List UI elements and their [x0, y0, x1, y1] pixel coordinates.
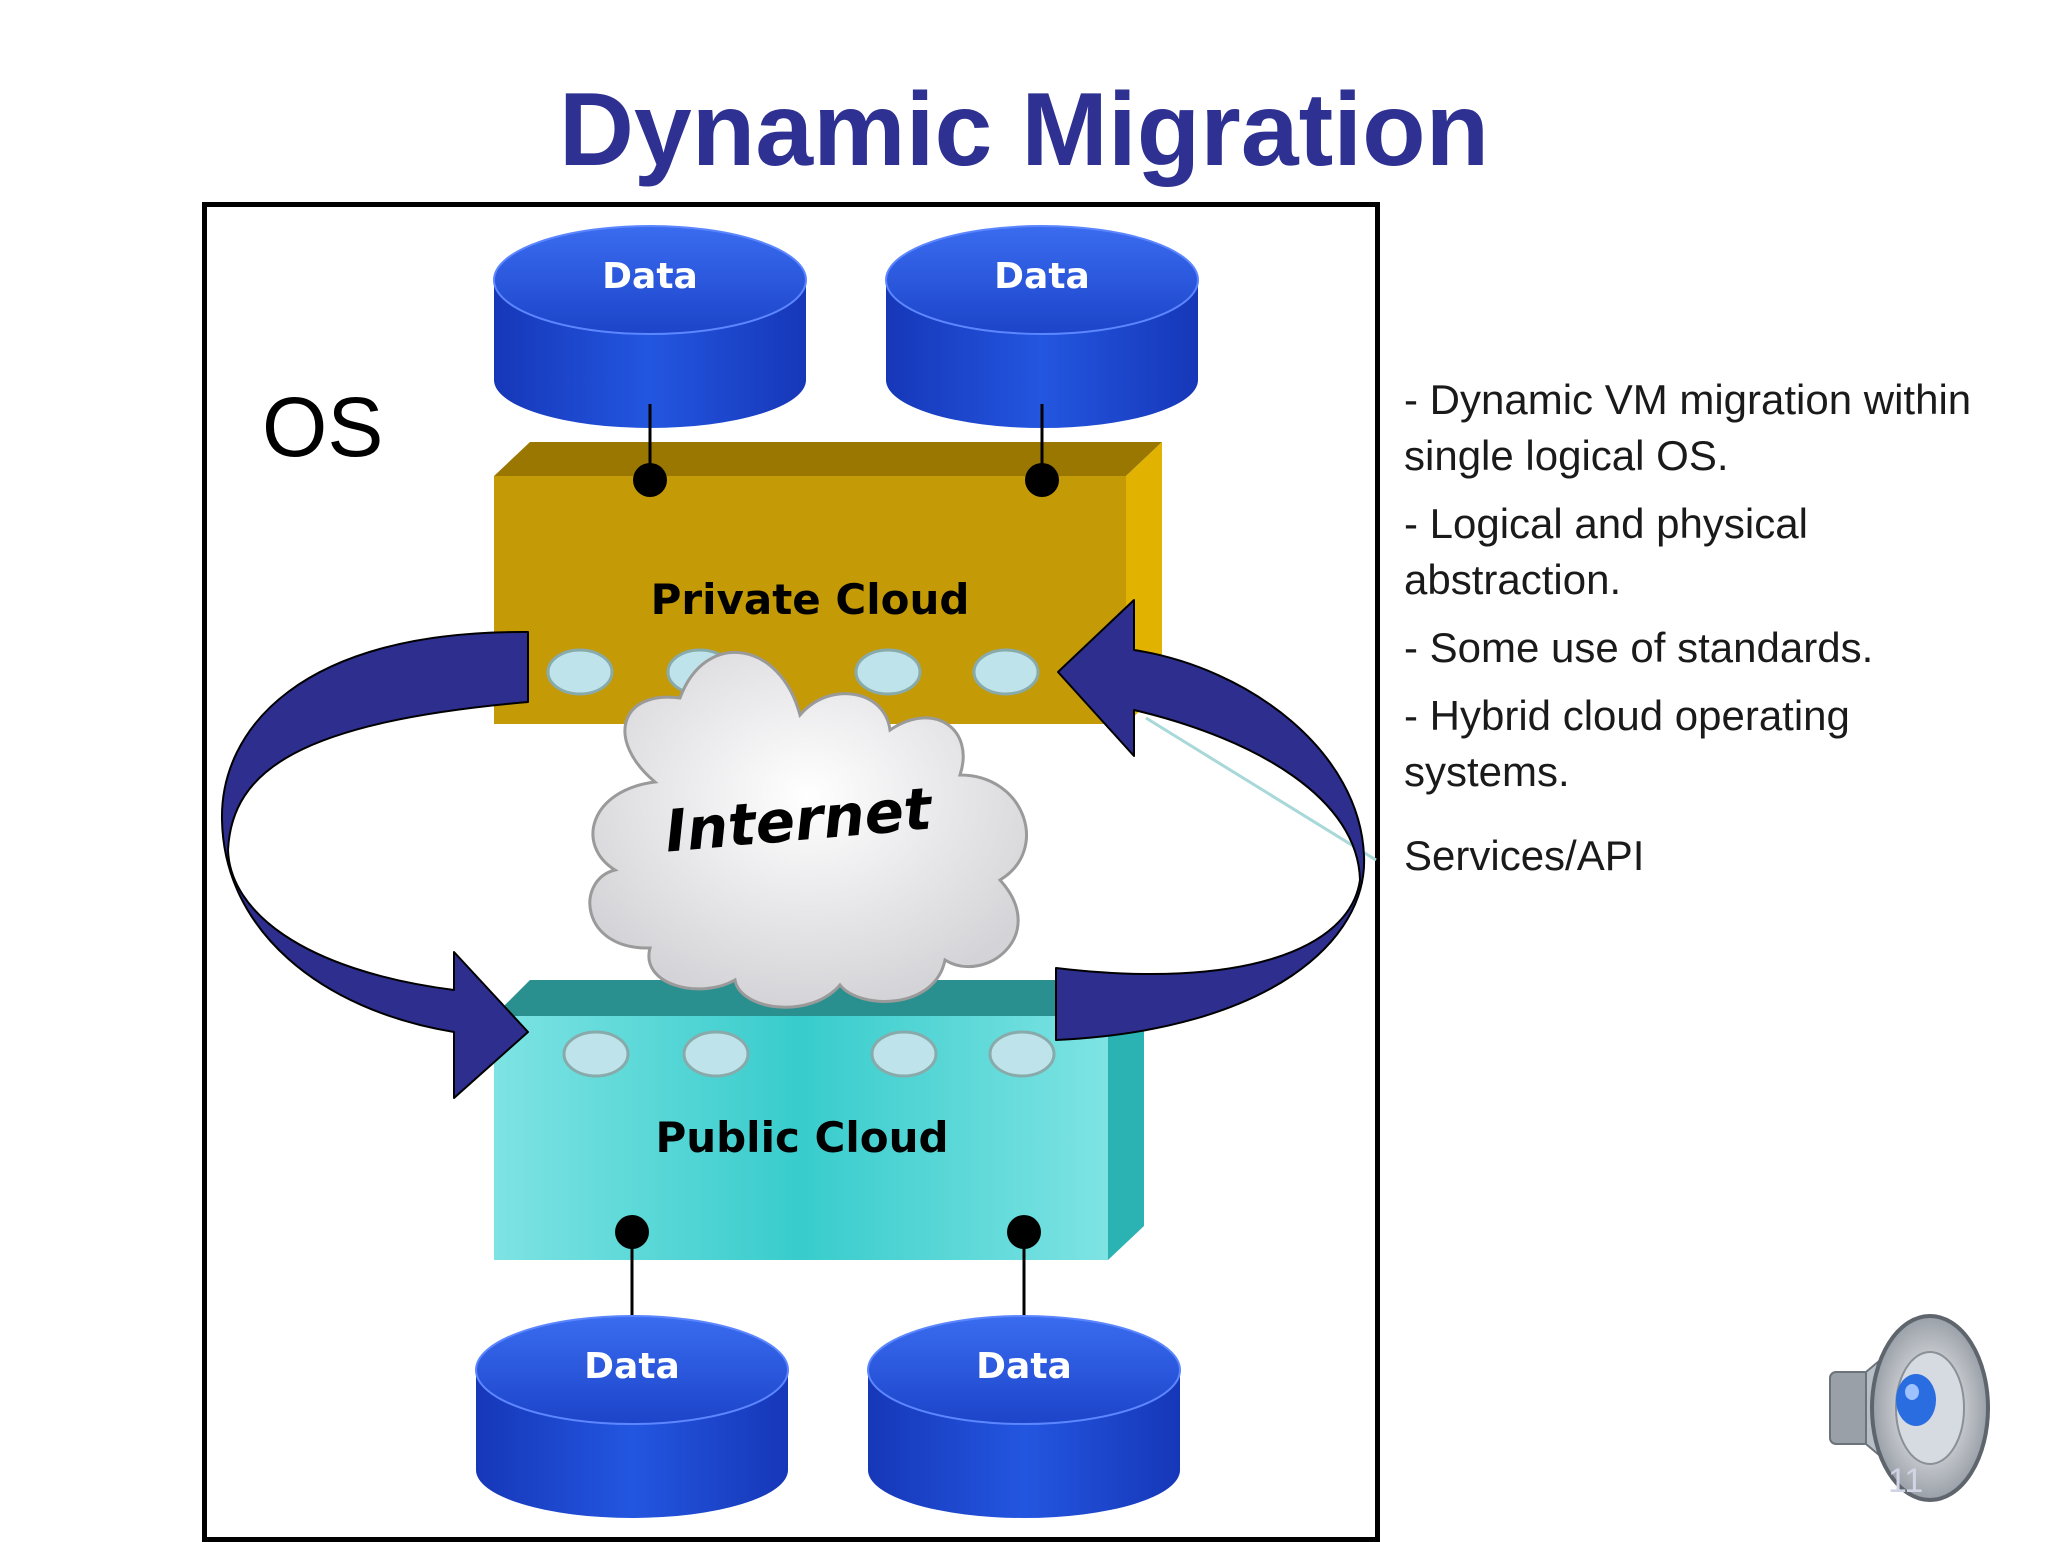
- connector-bottom-left: [615, 1215, 649, 1320]
- data-cylinder-top-right: Data: [885, 225, 1199, 428]
- connector-bottom-right: [1007, 1215, 1041, 1320]
- bullet-item: - Hybrid cloud operating systems.: [1404, 692, 1850, 795]
- bullet-item: - Dynamic VM migration within single log…: [1404, 376, 1972, 479]
- bullet-item: - Some use of standards.: [1404, 624, 1874, 671]
- data-label: Data: [602, 256, 698, 297]
- data-label: Data: [976, 1346, 1072, 1387]
- callout-line: [1145, 716, 1377, 862]
- public-port: [988, 1030, 1056, 1078]
- public-cloud-block: Public Cloud: [494, 980, 1144, 1260]
- public-port: [562, 1030, 630, 1078]
- bullet-list: - Dynamic VM migration within single log…: [1404, 372, 2024, 812]
- speaker-icon[interactable]: [1829, 1314, 1990, 1502]
- data-cylinder-bottom-left: Data: [475, 1315, 789, 1518]
- services-api-label: Services/API: [1404, 832, 1645, 879]
- private-cloud-label: Private Cloud: [651, 575, 970, 624]
- internet-cloud: Internet: [588, 650, 1028, 1009]
- private-port: [972, 648, 1040, 696]
- private-port: [854, 648, 922, 696]
- private-port: [546, 648, 614, 696]
- slide-title: Dynamic Migration: [558, 72, 1490, 188]
- public-cloud-label: Public Cloud: [655, 1113, 948, 1162]
- data-cylinder-bottom-right: Data: [867, 1315, 1181, 1518]
- data-label: Data: [584, 1346, 680, 1387]
- public-port: [870, 1030, 938, 1078]
- data-cylinder-top-left: Data: [493, 225, 807, 428]
- public-port: [682, 1030, 750, 1078]
- connector-top-left: [633, 404, 667, 497]
- bullet-item: - Logical and physical abstraction.: [1404, 500, 1808, 603]
- data-label: Data: [994, 256, 1090, 297]
- page-number: 11: [1888, 1462, 1924, 1500]
- os-label: OS: [262, 380, 383, 474]
- migration-arrow-left: [220, 630, 529, 1099]
- connector-top-right: [1025, 404, 1059, 497]
- migration-arrow-right: [1055, 599, 1366, 1041]
